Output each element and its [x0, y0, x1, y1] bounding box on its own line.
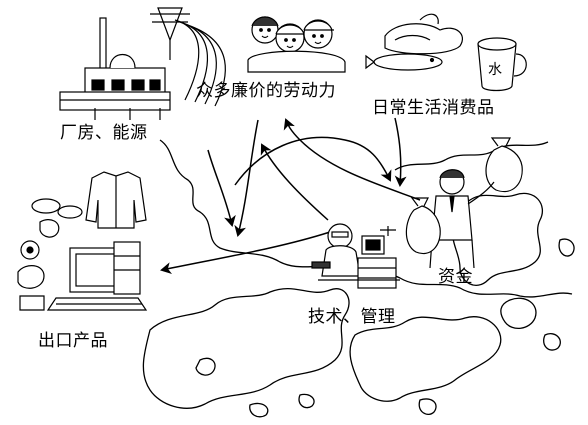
groceries-icon: 水: [365, 13, 527, 92]
engineer-at-desk-icon: [311, 223, 400, 289]
businessman-money-icon: [405, 137, 523, 269]
factory-icon: [59, 7, 226, 120]
label-tech-management: 技术、管理: [308, 307, 396, 327]
mug-mark: 水: [488, 62, 502, 78]
label-export-products: 出口产品: [38, 331, 108, 351]
workers-icon: [247, 16, 346, 73]
arrow-factory-to-region: [207, 149, 236, 227]
label-factory-energy: 厂房、能源: [60, 123, 148, 143]
flow-arrows: [160, 117, 421, 275]
label-daily-goods: 日常生活消费品: [372, 98, 495, 118]
label-cheap-labor: 众多廉价的劳动力: [196, 81, 336, 101]
arrow-goods-to-region: [394, 117, 407, 187]
arrow-labor-to-region: [234, 119, 259, 237]
arrow-capital-to-north: [283, 118, 421, 201]
arrow-tech-to-north: [260, 143, 329, 221]
arrow-region-to-exports: [160, 231, 331, 275]
label-capital: 资金: [438, 267, 473, 287]
computer-clothing-icon: [17, 171, 148, 311]
arrow-labor-to-goods: [234, 136, 392, 186]
